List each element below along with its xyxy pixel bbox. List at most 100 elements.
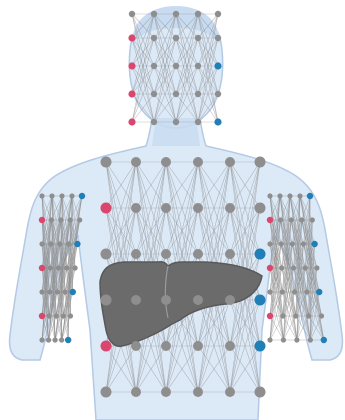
arm-node	[52, 337, 57, 342]
arm-node	[267, 193, 272, 198]
torso-node	[161, 203, 171, 213]
torso-node	[161, 157, 171, 167]
arm-node-red	[39, 265, 45, 271]
arm-node	[56, 265, 61, 270]
arm-node	[297, 193, 302, 198]
arm-node	[77, 217, 82, 222]
arm-node	[48, 241, 53, 246]
torso-node	[131, 203, 141, 213]
torso-node	[101, 387, 112, 398]
arm-node	[306, 313, 311, 318]
torso-node	[161, 341, 171, 351]
head-node	[195, 91, 201, 97]
torso-node	[225, 249, 235, 259]
torso-node	[193, 249, 203, 259]
torso-node-blue	[255, 341, 266, 352]
head-node-red	[128, 34, 135, 41]
head-node	[195, 119, 201, 125]
torso-node	[255, 157, 266, 168]
arm-node	[299, 217, 304, 222]
arm-node	[68, 217, 73, 222]
arm-node	[49, 217, 54, 222]
arm-node	[304, 289, 309, 294]
arm-node	[66, 241, 71, 246]
arm-node	[303, 265, 308, 270]
arm-node	[308, 337, 313, 342]
torso-node	[131, 387, 141, 397]
arm-node	[314, 265, 319, 270]
head-node	[151, 91, 157, 97]
torso-node	[161, 295, 171, 305]
torso-node-blue	[255, 249, 266, 260]
arm-node-blue	[74, 241, 80, 247]
torso-node	[225, 387, 235, 397]
torso-node	[225, 295, 235, 305]
head-node	[215, 11, 221, 17]
arm-node	[293, 313, 298, 318]
arm-node-red	[267, 217, 273, 223]
head-node	[151, 35, 157, 41]
arm-node	[281, 337, 286, 342]
arm-node-red	[39, 217, 45, 223]
head-node	[215, 91, 221, 97]
arm-node	[267, 241, 272, 246]
arm-node	[280, 313, 285, 318]
head-node-blue	[214, 62, 221, 69]
arm-node	[267, 289, 272, 294]
torso-node	[193, 157, 203, 167]
arm-node	[287, 193, 292, 198]
arm-node	[301, 241, 306, 246]
torso-node	[225, 157, 235, 167]
torso-node	[225, 341, 235, 351]
network-edge	[62, 316, 71, 340]
torso-node	[131, 157, 141, 167]
arm-node-red	[267, 313, 273, 319]
arm-node	[49, 193, 54, 198]
arm-node	[59, 337, 64, 342]
head-node	[173, 91, 179, 97]
torso-node-blue	[255, 295, 266, 306]
torso-node	[255, 387, 266, 398]
arm-node	[278, 217, 283, 222]
torso-node-red	[101, 341, 112, 352]
torso-node	[193, 387, 203, 397]
arm-node	[48, 265, 53, 270]
arm-node	[62, 289, 67, 294]
arm-node	[46, 337, 51, 342]
arm-node	[310, 217, 315, 222]
arm-node	[47, 289, 52, 294]
arm-node	[61, 313, 66, 318]
torso-node	[193, 341, 203, 351]
arm-node	[58, 217, 63, 222]
torso-node	[255, 203, 266, 214]
arm-node-blue	[307, 193, 313, 199]
arm-node	[39, 337, 44, 342]
head-node-blue	[214, 118, 221, 125]
arm-node	[291, 265, 296, 270]
torso-node	[161, 387, 171, 397]
arm-node	[279, 241, 284, 246]
torso-node	[101, 157, 112, 168]
head-node-red	[128, 118, 135, 125]
arm-node	[54, 313, 59, 318]
torso-node	[131, 249, 141, 259]
head-node	[173, 11, 179, 17]
torso-node-red	[101, 203, 112, 214]
head-node	[195, 11, 201, 17]
torso-node	[225, 203, 235, 213]
arm-node	[64, 265, 69, 270]
arm-node	[59, 193, 64, 198]
torso-node	[131, 341, 141, 351]
arm-node-blue	[65, 337, 71, 343]
head-node	[173, 119, 179, 125]
arm-node	[319, 313, 324, 318]
arm-node	[72, 265, 77, 270]
arm-node	[68, 313, 73, 318]
arm-node	[267, 337, 272, 342]
torso-node	[161, 249, 171, 259]
head-node	[173, 63, 179, 69]
head-node	[195, 63, 201, 69]
arm-node	[39, 193, 44, 198]
arm-node	[292, 289, 297, 294]
